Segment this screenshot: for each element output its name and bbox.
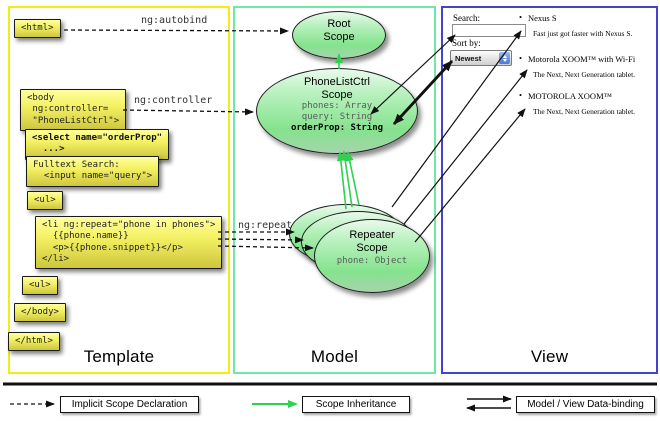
- sort-by-label: Sort by:: [452, 38, 481, 48]
- phonelistctrl-scope-ellipse: PhoneListCtrl Scope phones: Array query:…: [256, 68, 418, 154]
- ng-autobind-label: ng:autobind: [141, 15, 208, 26]
- phonelistctrl-scope-title: PhoneListCtrl Scope: [303, 76, 371, 101]
- bullet-icon: •: [519, 53, 522, 63]
- phonelistctrl-scope-props: phones: Array query: String: [301, 101, 373, 123]
- phone-list-item: • Motorola XOOM™ with Wi-Fi The Next, Ne…: [519, 54, 653, 79]
- code-li-repeat: <li ng:repeat="phone in phones"> {{phone…: [35, 216, 223, 269]
- sort-dropdown[interactable]: Newest: [450, 50, 512, 66]
- model-panel: Model: [233, 6, 436, 374]
- phone-item-title: MOTOROLA XOOM™: [527, 91, 612, 101]
- code-body-open: <body ng:controller= "PhoneListCtrl">: [20, 89, 127, 131]
- code-fulltext-search: Fulltext Search: <input name="query">: [26, 156, 160, 187]
- phone-list-item: • MOTOROLA XOOM™ The Next, Next Generati…: [519, 91, 653, 116]
- root-scope-ellipse: Root Scope: [292, 11, 386, 59]
- code-ul-close: <ul>: [22, 276, 58, 296]
- repeater-scope-ellipse: Repeater Scope phone: Object: [314, 219, 430, 293]
- phone-list-item: • Nexus S Fast just got faster with Nexu…: [519, 13, 653, 38]
- legend-implicit-scope: Implicit Scope Declaration: [60, 396, 199, 413]
- phone-item-desc: Fast just got faster with Nexus S.: [533, 29, 633, 38]
- ng-controller-label: ng:controller: [134, 95, 213, 106]
- repeater-scope-prop: phone: Object: [336, 256, 408, 267]
- legend-scope-inheritance: Scope Inheritance: [302, 396, 410, 413]
- sort-dropdown-value: Newest: [455, 53, 482, 63]
- legend-data-binding: Model / View Data-binding: [516, 396, 655, 413]
- phone-item-desc: The Next, Next Generation tablet.: [533, 107, 636, 116]
- phonelistctrl-scope-orderprop: orderProp: String: [290, 122, 384, 133]
- search-input[interactable]: [452, 24, 526, 37]
- code-html-open: <html>: [14, 19, 61, 39]
- code-body-close: </body>: [14, 303, 66, 323]
- repeater-scope-title: Repeater Scope: [349, 229, 395, 254]
- bullet-icon: •: [519, 12, 522, 22]
- ng-repeat-label: ng:repeat: [238, 220, 293, 231]
- phone-item-desc: The Next, Next Generation tablet.: [533, 70, 636, 79]
- phone-item-title: Nexus S: [527, 13, 557, 23]
- code-select: <select name="orderProp" ...>: [25, 129, 170, 160]
- template-panel-label: Template: [83, 347, 155, 366]
- search-label: Search:: [453, 13, 480, 23]
- bullet-icon: •: [519, 90, 522, 100]
- model-panel-label: Model: [310, 347, 359, 366]
- view-panel-label: View: [530, 347, 569, 366]
- dropdown-stepper-icon: [499, 52, 510, 64]
- code-html-close: </html>: [8, 332, 60, 352]
- phone-item-title: Motorola XOOM™ with Wi-Fi: [527, 54, 636, 64]
- root-scope-title: Root Scope: [323, 18, 355, 43]
- code-ul-open: <ul>: [27, 191, 63, 211]
